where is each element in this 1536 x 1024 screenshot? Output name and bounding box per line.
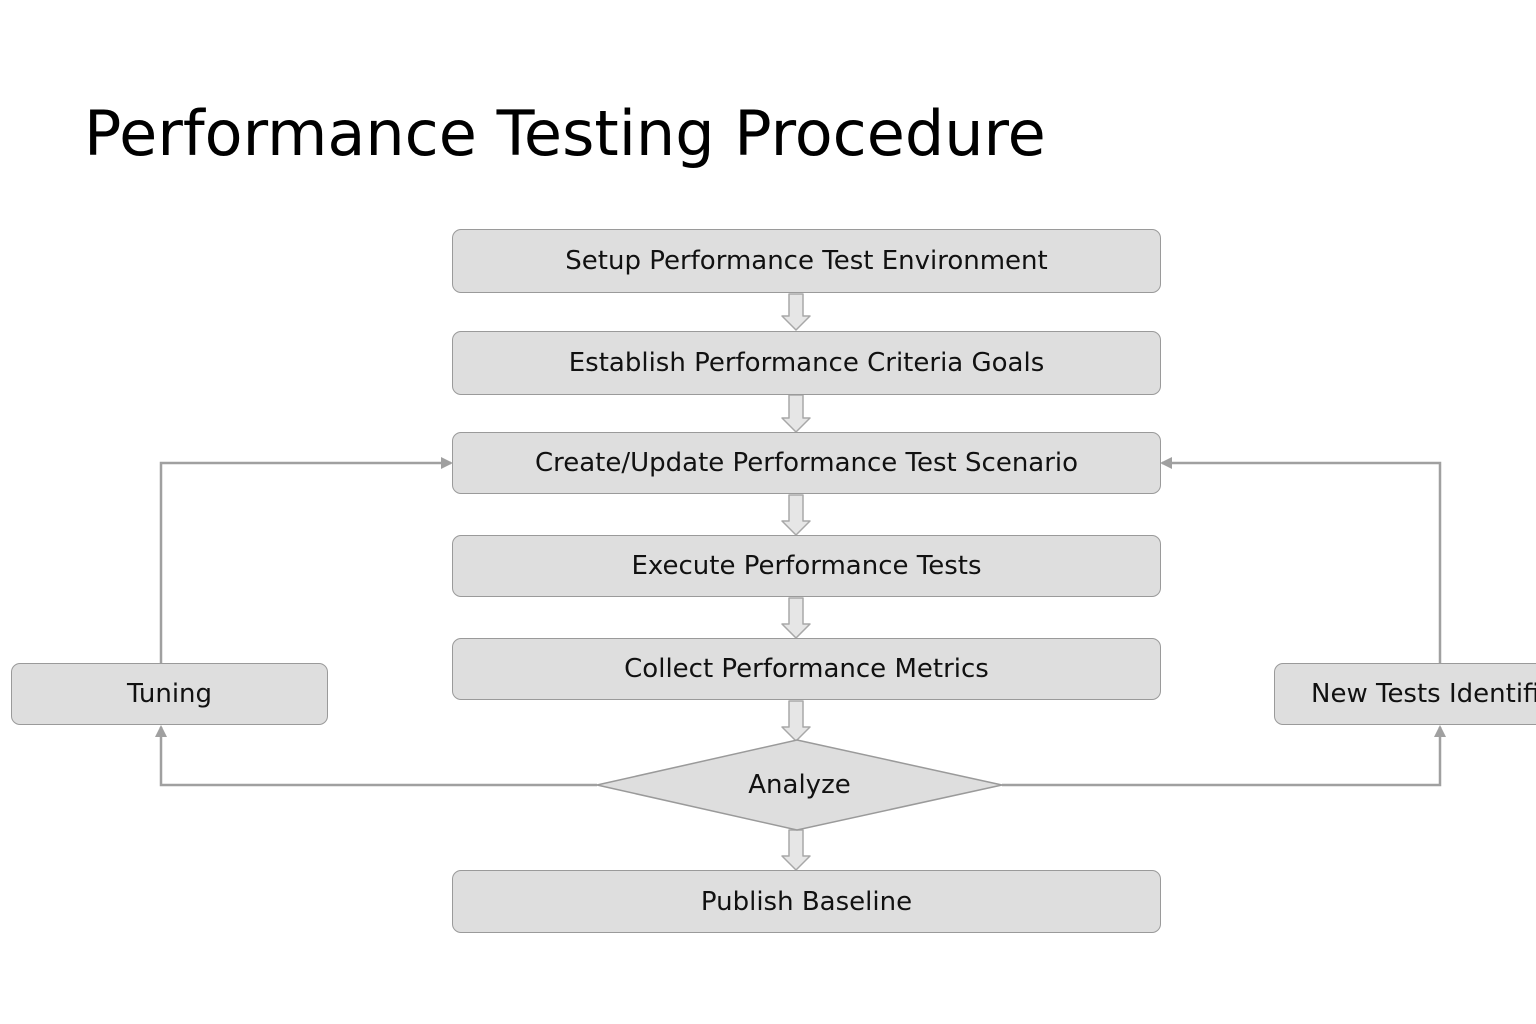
step-establish-criteria: Establish Performance Criteria Goals (452, 331, 1161, 395)
step-create-scenario: Create/Update Performance Test Scenario (452, 432, 1161, 494)
step-label: Publish Baseline (700, 886, 913, 917)
step-label: Create/Update Performance Test Scenario (534, 448, 1079, 478)
branch-tuning: Tuning (11, 663, 328, 725)
analyze-label: Analyze (748, 770, 851, 800)
step-collect-metrics: Collect Performance Metrics (452, 638, 1161, 700)
step-label: Establish Performance Criteria Goals (568, 348, 1045, 378)
step-execute-tests: Execute Performance Tests (452, 535, 1161, 597)
flow-arrow-setup-to-establish (781, 293, 811, 331)
flow-arrow-create-to-execute (781, 494, 811, 536)
page-title: Performance Testing Procedure (84, 97, 1046, 170)
branch-new-tests-identified: New Tests Identified (1274, 663, 1536, 725)
step-label: Execute Performance Tests (631, 551, 982, 581)
flow-arrow-analyze-to-publish (781, 829, 811, 871)
analyze-diamond (596, 739, 1003, 831)
analyze-to-tuning-connector (155, 725, 597, 787)
flow-arrow-establish-to-create (781, 394, 811, 433)
flow-arrow-execute-to-collect (781, 597, 811, 639)
step-setup-environment: Setup Performance Test Environment (452, 229, 1161, 293)
analyze-to-new-tests-connector (1002, 725, 1446, 787)
new-tests-to-scenario-connector (1160, 457, 1442, 663)
branch-label: Tuning (126, 679, 213, 709)
tuning-to-scenario-connector (159, 457, 453, 663)
step-publish-baseline: Publish Baseline (452, 870, 1161, 933)
flow-arrow-collect-to-analyze (781, 700, 811, 742)
step-label: Setup Performance Test Environment (565, 246, 1048, 276)
branch-label: New Tests Identified (1311, 679, 1536, 709)
step-label: Collect Performance Metrics (624, 654, 989, 684)
